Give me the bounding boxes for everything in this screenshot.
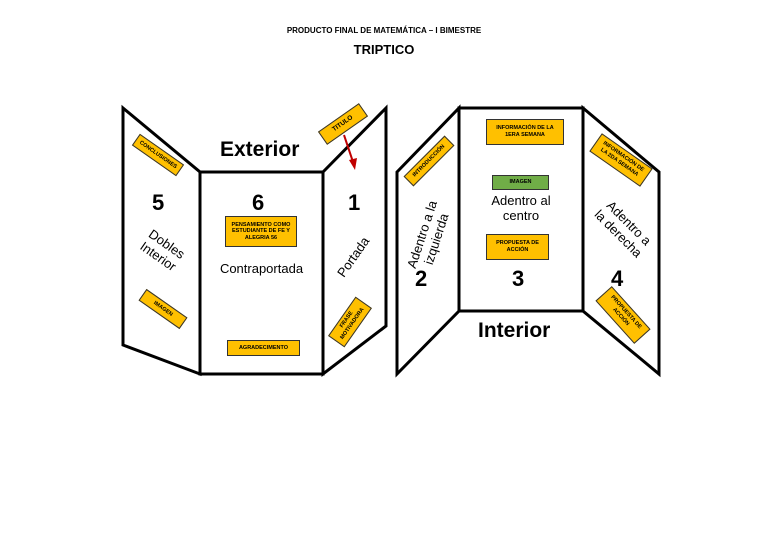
sticker-propuesta-centro: PROPUESTA DE ACCIÓN [486,234,549,260]
panel-number-5: 5 [152,190,165,215]
exterior-heading: Exterior [220,138,300,161]
document-title: TRIPTICO [353,42,415,57]
panel-number-2: 2 [415,266,428,291]
interior-heading: Interior [478,319,551,342]
sticker-agradecimento: AGRADECIMENTO [227,340,300,356]
panel-number-4: 4 [611,266,624,291]
sticker-pensamiento: PENSAMIENTO COMO ESTUDIANTE DE FE Y ALEG… [225,216,297,247]
panel-text-adentro-centro: Adentro al centro [491,193,551,223]
document-subtitle: PRODUCTO FINAL DE MATEMÁTICA – I BIMESTR… [286,26,482,35]
sticker-imagen-center: IMAGEN [492,175,549,190]
title-arrow [343,134,357,170]
panel-number-6: 6 [252,190,265,215]
panel-number-1: 1 [348,190,361,215]
panel-number-3: 3 [512,266,525,291]
sticker-info-1era-semana: INFORMACIÓN DE LA 1ERA SEMANA [486,119,564,145]
panel-text-contraportada: Contraportada [219,261,304,276]
